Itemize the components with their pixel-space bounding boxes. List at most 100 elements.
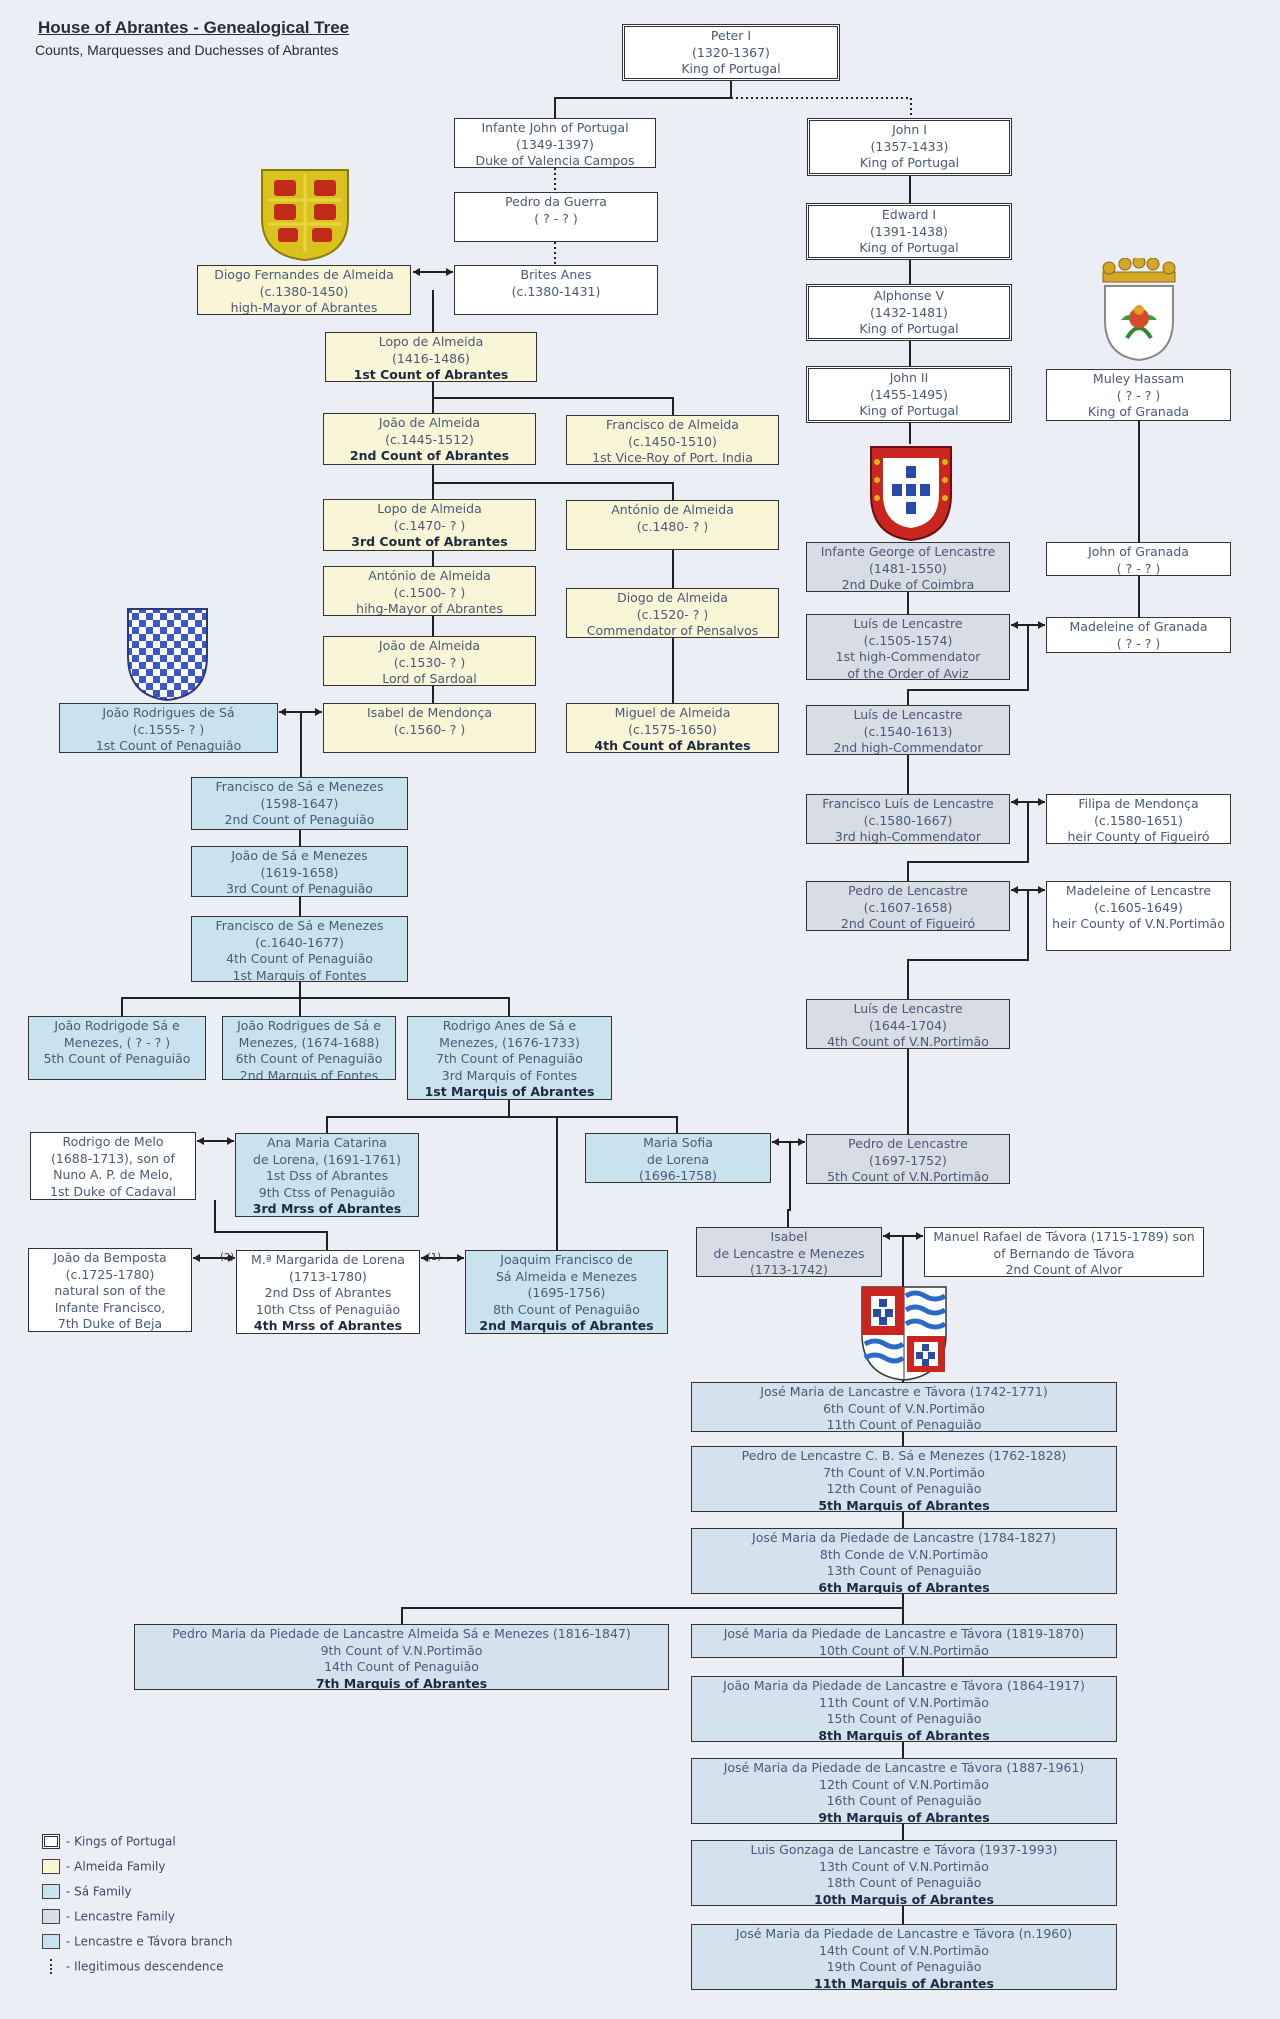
person-box-pedro-piedade: Pedro Maria da Piedade de Lancastre Alme… — [134, 1624, 669, 1690]
person-line: 7th Marquis of Abrantes — [315, 1675, 488, 1690]
person-box-lopo1: Lopo de Almeida(1416-1486)1st Count of A… — [325, 332, 537, 382]
person-line: Menezes, (1674-1688) — [238, 1034, 380, 1050]
person-line: (1416-1486) — [392, 350, 470, 366]
person-line: (1619-1658) — [260, 864, 339, 880]
person-line: João de Almeida — [378, 415, 481, 430]
person-line: Edward I — [881, 207, 937, 222]
chart-title: House of Abrantes - Genealogical Tree — [38, 18, 350, 37]
person-line: Manuel Rafael de Távora (1715-1789) son — [933, 1229, 1195, 1244]
person-line: Miguel de Almeida — [614, 705, 731, 720]
marriage-arrow — [315, 708, 322, 716]
person-line: (c.1445-1512) — [385, 431, 474, 447]
person-box-peter1: Peter I(1320-1367)King of Portugal — [622, 24, 840, 81]
marriage-arrow — [446, 268, 453, 276]
person-line: (1644-1704) — [869, 1017, 947, 1033]
person-box-diogo2: Diogo de Almeida(c.1520- ? )Commendator … — [566, 588, 779, 638]
person-line: 13th Count of V.N.Portimão — [819, 1858, 989, 1874]
person-line: 1st Count of Abrantes — [353, 367, 509, 382]
person-line: 2nd Marquis of Fontes — [239, 1067, 379, 1080]
person-line: Alphonse V — [873, 288, 945, 303]
person-line: of the Order of Aviz — [847, 665, 969, 680]
person-line: (c.1530- ? ) — [393, 654, 466, 670]
marker-1: (1) — [427, 1252, 442, 1263]
person-line: 11th Marquis of Abrantes — [814, 1975, 994, 1990]
person-line: António de Almeida — [611, 502, 734, 517]
almeida-crest-icon — [261, 169, 349, 262]
person-line: King of Portugal — [681, 61, 781, 76]
person-line: 15th Count of Penaguião — [826, 1711, 982, 1726]
legend-item-sa: - Sá Family — [42, 1882, 233, 1907]
person-line: (c.1470- ? ) — [393, 517, 466, 533]
chart-subtitle: Counts, Marquesses and Duchesses of Abra… — [35, 42, 339, 58]
person-line: Infante George of Lencastre — [820, 544, 996, 559]
person-line: 9th Ctss of Penaguião — [258, 1184, 396, 1200]
person-line: 14th Count of V.N.Portimão — [819, 1942, 989, 1958]
person-line: de Lorena — [646, 1151, 710, 1167]
person-box-luis1: Luís de Lencastre(c.1505-1574)1st high-C… — [806, 614, 1010, 680]
person-line: 4th Count of Abrantes — [594, 738, 751, 753]
person-line: 19th Count of Penaguião — [826, 1959, 982, 1974]
person-box-isabel-mendonca: Isabel de Mendonça(c.1560- ? ) — [323, 703, 536, 753]
person-line: de Lencastre e Menezes — [713, 1245, 865, 1261]
person-line: António de Almeida — [368, 568, 491, 583]
legend-item-illegitimate: - Ilegitimous descendence — [42, 1957, 233, 1982]
person-line: 1st Count of Penaguião — [95, 738, 242, 753]
marriage-arrow — [228, 1254, 235, 1262]
marriage-arrow — [457, 1254, 464, 1262]
person-line: Lord of Sardoal — [382, 671, 477, 686]
person-line: 4th Mrss of Abrantes — [253, 1318, 403, 1333]
person-line: Rodrigo Anes de Sá e — [442, 1018, 577, 1033]
person-line: 5th Count of Penaguião — [43, 1051, 191, 1066]
person-line: 2nd Count of Penaguião — [224, 812, 375, 827]
person-line: 7th Count of Penaguião — [436, 1051, 583, 1066]
connector — [433, 397, 674, 415]
person-line: João de Sá e Menezes — [231, 848, 368, 863]
person-line: José Maria da Piedade de Lancastre (1784… — [752, 1530, 1056, 1545]
person-box-pedro-lanc2: Pedro de Lencastre(1697-1752)5th Count o… — [806, 1134, 1010, 1184]
person-line: Luís de Lencastre — [853, 707, 963, 722]
marriage-arrow — [883, 1232, 890, 1240]
marriage-arrow — [1038, 886, 1045, 894]
person-line: (1320-1367) — [692, 44, 770, 60]
person-line: Francisco Luís de Lencastre — [822, 796, 994, 811]
person-box-alphonse5: Alphonse V(1432-1481)King of Portugal — [806, 284, 1012, 341]
person-box-john-portugal: Infante John of Portugal(1349-1397)Duke … — [454, 118, 656, 168]
person-line: João de Almeida — [378, 638, 481, 653]
person-line: John II — [889, 370, 929, 385]
person-line: Pedro Maria da Piedade de Lancastre Alme… — [172, 1626, 631, 1641]
legend-item-tavora: - Lencastre e Távora branch — [42, 1932, 233, 1957]
person-line: 2nd Dss of Abrantes — [264, 1285, 392, 1300]
person-line: Filipa de Mendonça — [1078, 796, 1199, 811]
person-box-margarida: M.ª Margarida de Lorena(1713-1780)2nd Ds… — [236, 1250, 420, 1334]
person-line: Duke of Valencia Campos — [475, 153, 635, 168]
marriage-arrow — [197, 1137, 204, 1145]
person-line: (c.1580-1651) — [1094, 812, 1183, 828]
person-line: hihg-Mayor of Abrantes — [356, 601, 503, 616]
person-line: M.ª Margarida de Lorena — [251, 1252, 405, 1267]
person-box-luis-gonzaga: Luis Gonzaga de Lancastre e Távora (1937… — [691, 1840, 1117, 1906]
person-line: 12th Count of Penaguião — [826, 1481, 982, 1496]
legend-item-lencastre: - Lencastre Family — [42, 1907, 233, 1932]
legend-dotted-line-icon — [50, 1959, 60, 1974]
person-line: heir County of V.N.Portimão — [1052, 916, 1225, 931]
person-line: 3rd high-Commendator — [834, 829, 982, 844]
person-line: João Maria da Piedade de Lancastre e Táv… — [723, 1678, 1085, 1693]
person-box-muley: Muley Hassam( ? - ? )King of Granada — [1046, 369, 1231, 421]
person-box-edward1: Edward I(1391-1438)King of Portugal — [806, 203, 1012, 260]
connector — [907, 625, 1029, 705]
person-line: ( ? - ? ) — [1116, 635, 1161, 651]
person-line: Infante John of Portugal — [481, 120, 629, 135]
person-box-luis-portimao: Luís de Lencastre(1644-1704)4th Count of… — [806, 999, 1010, 1049]
person-line: Diogo de Almeida — [617, 590, 728, 605]
person-line: (1713-1780) — [289, 1268, 367, 1284]
person-line: 1st high-Commendator — [835, 649, 981, 664]
person-box-pedro-cbsa: Pedro de Lencastre C. B. Sá e Menezes (1… — [691, 1446, 1117, 1512]
person-line: John I — [892, 122, 927, 137]
person-line: Sá Almeida e Menezes — [495, 1268, 637, 1284]
person-line: (1349-1397) — [516, 136, 594, 152]
person-line: 3rd Count of Penaguião — [226, 881, 373, 896]
person-box-pedro-guerra: Pedro da Guerra( ? - ? ) — [454, 192, 658, 242]
